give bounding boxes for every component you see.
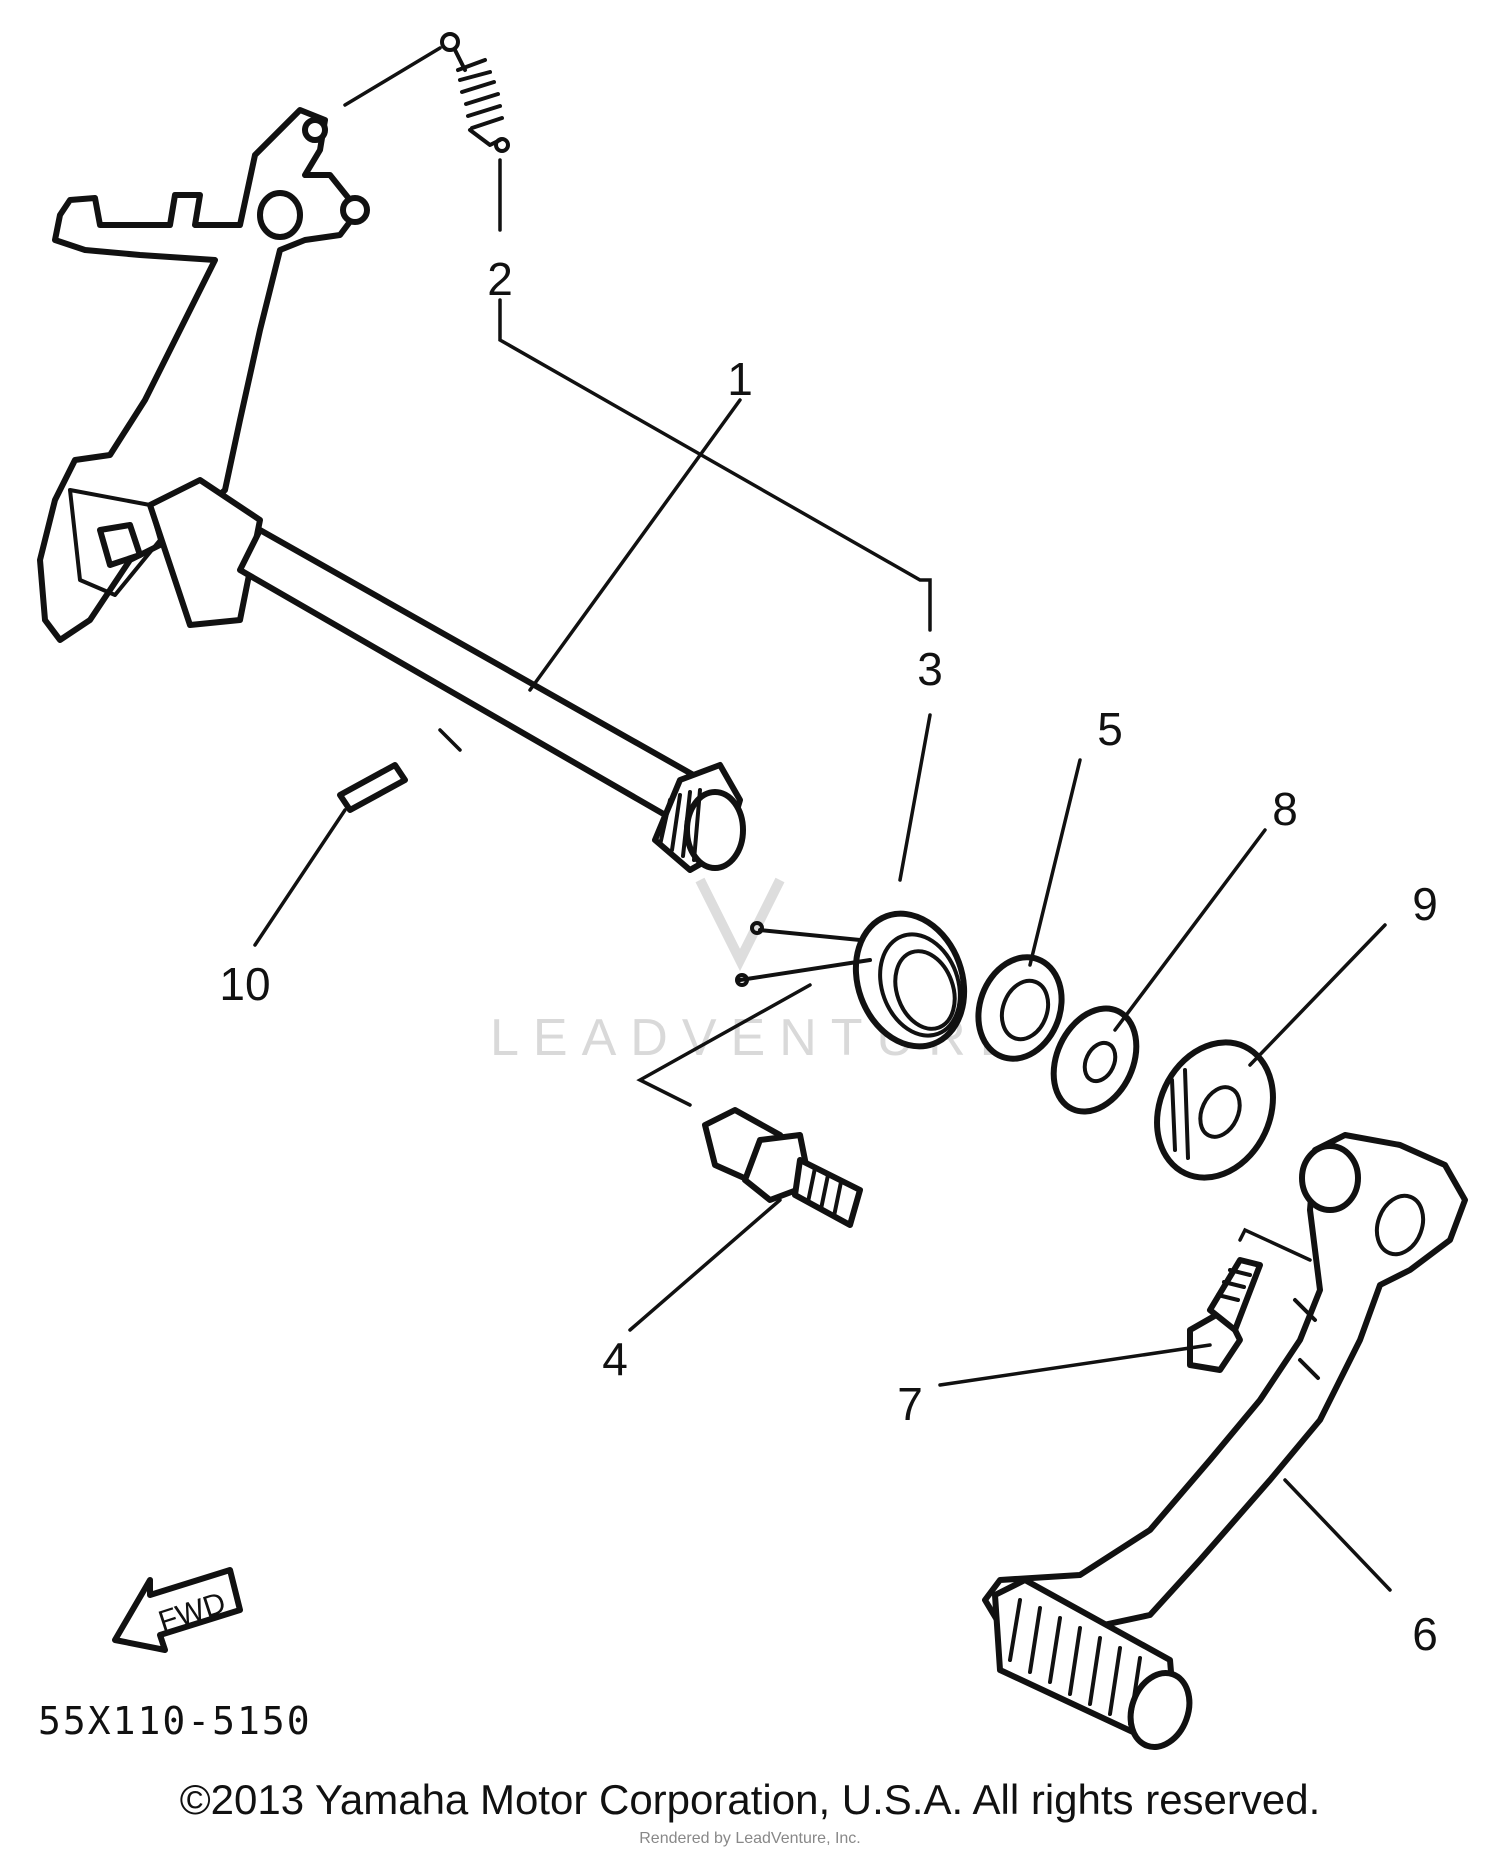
leader-lines xyxy=(253,46,1392,1592)
shift-pedal-part xyxy=(982,1132,1468,1750)
torsion-spring-part xyxy=(735,910,968,1050)
collar-part xyxy=(1154,1039,1276,1181)
callout-9: 9 xyxy=(1412,878,1438,930)
dowel-pin-part xyxy=(337,762,408,813)
pinch-bolt-part xyxy=(1187,1257,1263,1373)
callout-labels: 1 2 3 4 5 6 7 8 9 10 xyxy=(219,253,1437,1660)
callout-7: 7 xyxy=(897,1378,923,1430)
render-credit: Rendered by LeadVenture, Inc. xyxy=(639,1830,861,1847)
diagram-code: 55X110-5150 xyxy=(38,1699,312,1743)
callout-4: 4 xyxy=(602,1333,628,1385)
copyright-notice: ©2013 Yamaha Motor Corporation, U.S.A. A… xyxy=(179,1776,1321,1823)
callout-1: 1 xyxy=(727,353,753,405)
shift-shaft-part xyxy=(37,107,746,873)
washer-part xyxy=(1050,1005,1140,1115)
callout-10: 10 xyxy=(219,958,270,1010)
callout-2: 2 xyxy=(487,253,513,305)
callout-8: 8 xyxy=(1272,783,1298,835)
callout-5: 5 xyxy=(1097,703,1123,755)
return-spring-part xyxy=(440,32,510,153)
fwd-arrow: FWD xyxy=(112,1567,243,1653)
oil-seal-part xyxy=(975,954,1065,1062)
stud-bolt-part xyxy=(702,1107,863,1228)
callout-6: 6 xyxy=(1412,1608,1438,1660)
callout-3: 3 xyxy=(917,643,943,695)
